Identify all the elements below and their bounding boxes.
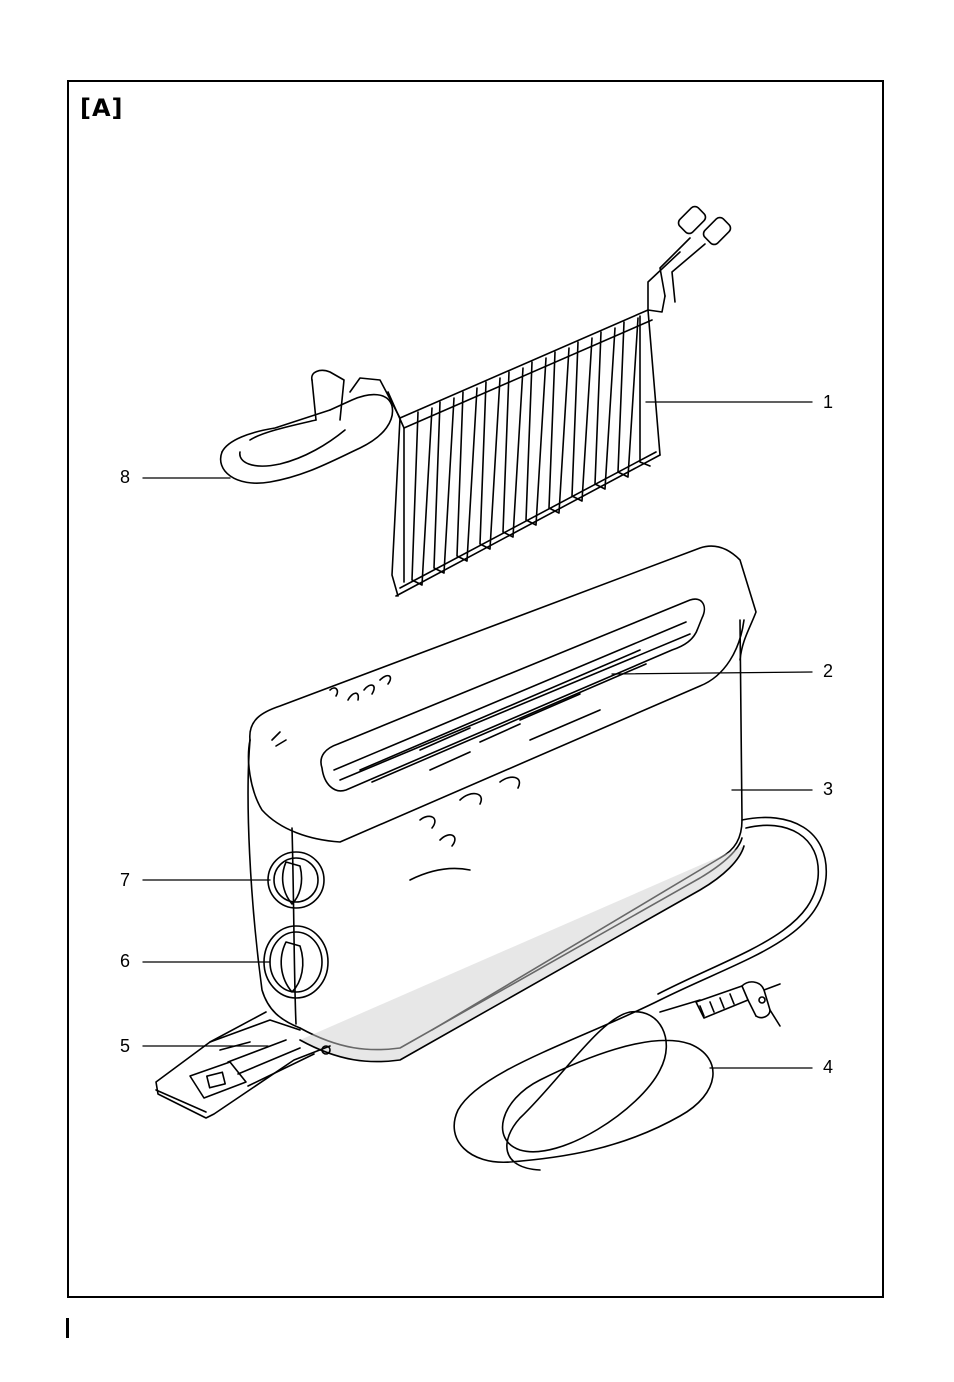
function-dial-drawing <box>268 852 324 908</box>
callout-number-5: 5 <box>115 1036 135 1057</box>
callout-number-7: 7 <box>115 870 135 891</box>
callout-number-2: 2 <box>818 661 838 682</box>
rack-handle-drawing <box>221 370 404 483</box>
callout-number-8: 8 <box>115 467 135 488</box>
callout-number-6: 6 <box>115 951 135 972</box>
callout-number-3: 3 <box>818 779 838 800</box>
toast-rack-drawing <box>392 204 733 596</box>
callout-number-4: 4 <box>818 1057 838 1078</box>
callout-number-1: 1 <box>818 392 838 413</box>
leader-line-2 <box>612 672 812 674</box>
page-edge-marker <box>66 1318 69 1338</box>
crumb-tray-drawing <box>156 1012 330 1118</box>
browning-dial-drawing <box>264 926 328 998</box>
toaster-body-drawing <box>248 546 756 1062</box>
